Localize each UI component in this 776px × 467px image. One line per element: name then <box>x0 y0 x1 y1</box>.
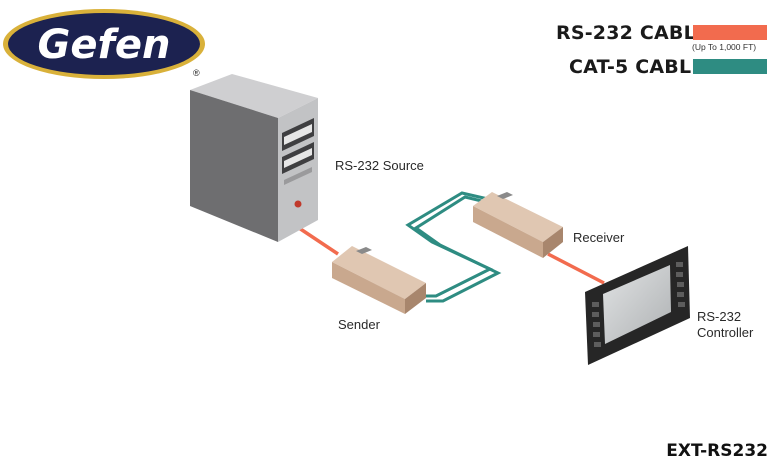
legend-rs232-swatch <box>693 25 767 40</box>
receiver-box <box>473 192 563 258</box>
legend-cat5-swatch <box>693 59 767 74</box>
cat5-cable <box>405 191 502 303</box>
rs232-cable-source-to-sender <box>295 224 339 256</box>
legend-rs232-note: (Up To 1,000 FT) <box>692 42 757 52</box>
controller-device <box>585 246 690 365</box>
legend-rs232-label: RS-232 CABLE <box>556 22 710 44</box>
gefen-logo: Gefen <box>3 9 205 79</box>
model-label: EXT-RS232 <box>666 441 768 461</box>
label-controller-line1: RS-232 <box>697 309 742 324</box>
computer-tower <box>190 74 318 242</box>
label-sender: Sender <box>338 317 380 332</box>
trademark-mark: ® <box>193 68 200 78</box>
label-rs232-source: RS-232 Source <box>335 158 424 173</box>
label-controller-line2: Controller <box>697 325 754 340</box>
sender-box <box>332 246 426 314</box>
legend-cat5-label: CAT-5 CABLE <box>569 56 705 78</box>
logo-text: Gefen <box>38 22 171 68</box>
rs232-cable-receiver-to-controller <box>547 252 605 285</box>
label-receiver: Receiver <box>573 230 625 245</box>
